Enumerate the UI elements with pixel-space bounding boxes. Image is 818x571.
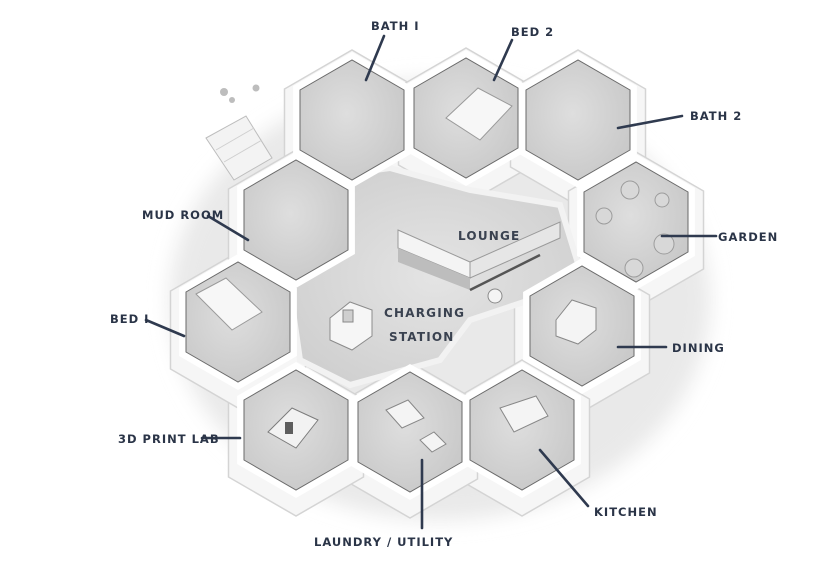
charging-label-line-1: CHARGING xyxy=(384,306,465,320)
room-outline-garden xyxy=(583,161,689,283)
room-outline-laundry xyxy=(357,371,463,493)
leader-bath-1 xyxy=(364,34,386,82)
entry-plants xyxy=(220,84,260,103)
kitchen-island xyxy=(499,395,549,433)
room-outline-dining xyxy=(529,265,635,387)
entry-ramp xyxy=(205,115,273,181)
label-bath-1: BATH I xyxy=(371,19,420,33)
room-outline-bath-1 xyxy=(299,59,405,181)
lounge-partition xyxy=(469,253,541,304)
lounge-label: LOUNGE xyxy=(458,229,520,243)
room-mud-room xyxy=(237,151,355,289)
room-outline-mud-room xyxy=(243,159,349,281)
room-bath-2 xyxy=(519,51,637,189)
label-laundry-utility: LAUNDRY / UTILITY xyxy=(314,535,453,549)
leader-bed-2 xyxy=(492,38,514,82)
label-garden: GARDEN xyxy=(718,230,778,244)
charging-station-unit xyxy=(329,301,373,351)
print-lab-printer xyxy=(267,407,319,449)
label-bath-2: BATH 2 xyxy=(690,109,742,123)
label-3d-print-lab: 3D PRINT LAB xyxy=(118,432,220,446)
leader-kitchen xyxy=(538,448,590,508)
label-bed-1: BED I xyxy=(110,312,149,326)
label-bed-2: BED 2 xyxy=(511,25,554,39)
charging-label-line-2: STATION xyxy=(389,330,455,344)
leader-bath-2 xyxy=(616,114,684,130)
label-leaders xyxy=(144,34,718,530)
garden-plants xyxy=(595,180,675,278)
label-mud-room: MUD ROOM xyxy=(142,208,224,222)
room-laundry xyxy=(351,363,469,501)
leader-bed-1 xyxy=(144,318,186,338)
label-dining: DINING xyxy=(672,341,725,355)
dining-table xyxy=(555,299,597,345)
room-outline-bed-1 xyxy=(185,261,291,383)
leader-mud-room xyxy=(206,214,250,242)
room-outline-print-lab xyxy=(243,369,349,491)
laundry-appliances xyxy=(385,399,447,453)
bed-2-bed xyxy=(445,87,513,141)
room-outline-bath-2 xyxy=(525,59,631,181)
room-outline-bed-2 xyxy=(413,57,519,179)
label-kitchen: KITCHEN xyxy=(594,505,658,519)
lounge-sofa xyxy=(397,221,561,290)
bed-1-bed xyxy=(195,277,263,331)
room-outline-kitchen xyxy=(469,369,575,491)
